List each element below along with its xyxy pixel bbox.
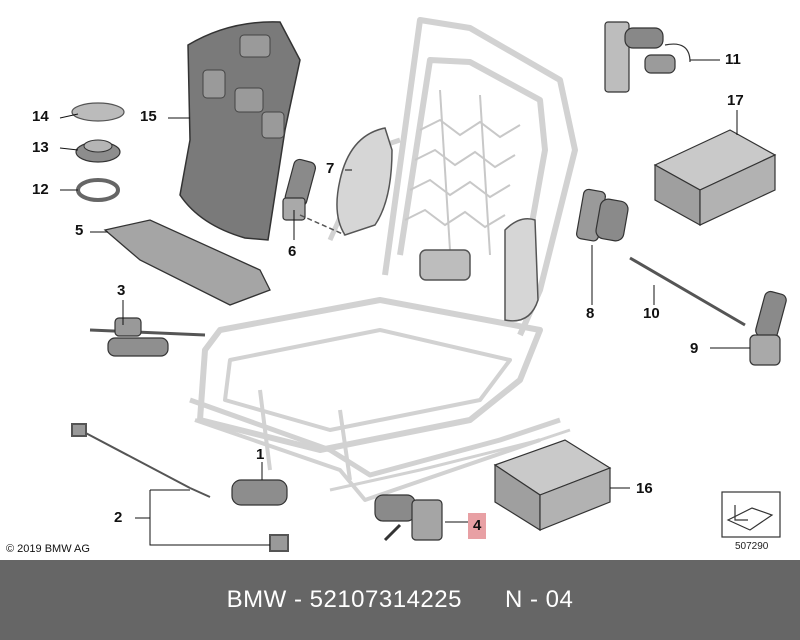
callout-17: 17 (727, 92, 744, 109)
part-12-ring (76, 178, 120, 202)
seat-springs (404, 89, 521, 256)
plate-cutouts (202, 34, 285, 139)
part-number-caption: BMW - 52107314225 N - 04 (226, 586, 574, 613)
callout-16: 16 (636, 480, 653, 497)
part-lumbar-motor (419, 249, 471, 281)
leader-lines (59, 59, 750, 546)
part-2-cable (71, 423, 289, 552)
doc-number: 507290 (735, 541, 769, 552)
part-1-motor (231, 479, 288, 506)
callout-6: 6 (288, 243, 297, 260)
part-right-bolster (504, 218, 539, 322)
part-7-side-bolster (336, 127, 393, 236)
callout-12: 12 (32, 181, 49, 198)
callout-9: 9 (690, 340, 699, 357)
part-5-seat-mat (103, 219, 271, 306)
callout-7: 7 (326, 160, 335, 177)
callout-5: 5 (75, 222, 84, 239)
part-17-box (653, 129, 777, 227)
callout-8: 8 (586, 305, 595, 322)
parts-diagram: 14 15 13 12 5 3 6 7 1 2 11 17 8 10 9 16 … (6, 17, 787, 555)
part-9-lever (749, 290, 787, 366)
part-8-motor (576, 188, 629, 242)
part-6-shaft (299, 214, 346, 236)
part-14-mesh-cover (71, 102, 125, 122)
part-11-bracket-assembly (604, 21, 691, 93)
callout-13: 13 (32, 139, 49, 156)
part-13-speaker (75, 139, 121, 163)
part-10-rod (629, 256, 746, 327)
callout-1: 1 (256, 446, 265, 463)
doc-reference-box (721, 491, 781, 538)
footer-bar: BMW - 52107314225 N - 04 (0, 560, 800, 640)
diagram-drawing (59, 17, 787, 552)
callout-10: 10 (643, 305, 660, 322)
part-16-box (493, 439, 612, 532)
callout-15: 15 (140, 108, 157, 125)
callout-11: 11 (725, 51, 741, 68)
part-3-motor-assembly (89, 317, 206, 357)
part-6-motor (282, 158, 317, 221)
part-4-motor (374, 494, 443, 542)
callout-14: 14 (32, 108, 49, 125)
callout-2: 2 (114, 509, 123, 526)
callout-3: 3 (117, 282, 126, 299)
copyright-notice: © 2019 BMW AG (6, 543, 90, 555)
callout-4-highlighted: 4 (468, 513, 487, 539)
